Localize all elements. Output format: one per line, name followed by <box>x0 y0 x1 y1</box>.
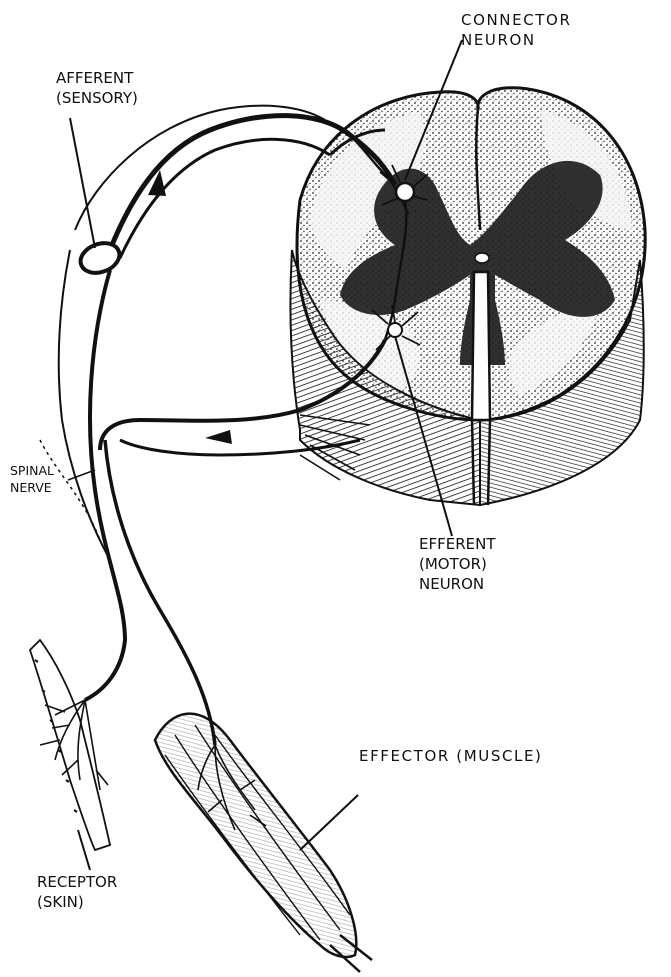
anterior-median-fissure <box>472 272 490 420</box>
afferent-label-line1: AFFERENT <box>56 68 138 88</box>
afferent-label-line2: (SENSORY) <box>56 88 138 108</box>
effector-label-text: EFFECTOR (MUSCLE) <box>359 746 543 766</box>
receptor-leader-line <box>78 830 90 870</box>
afferent-sensory-label: AFFERENT (SENSORY) <box>56 68 138 108</box>
connector-neuron-label: CONNECTOR NEURON <box>461 10 571 50</box>
efferent-label-line2: (MOTOR) <box>419 554 496 574</box>
connector-neuron-body <box>396 183 414 201</box>
motor-neuron-body <box>388 323 402 337</box>
efferent-arrow <box>205 430 232 444</box>
effector-muscle <box>155 714 372 972</box>
effector-muscle-label: EFFECTOR (MUSCLE) <box>359 746 543 766</box>
spinal-nerve <box>40 250 215 745</box>
afferent-leader-line <box>70 118 95 248</box>
spinal-nerve-label-line2: NERVE <box>10 479 54 496</box>
connector-neuron-label-line2: NEURON <box>461 30 571 50</box>
spinal-nerve-trunk-a <box>85 270 125 700</box>
receptor-label-line1: RECEPTOR <box>37 872 117 892</box>
spinal-nerve-label-line1: SPINAL <box>10 462 54 479</box>
spinal-nerve-leader-line <box>68 470 95 480</box>
central-canal <box>475 253 489 263</box>
receptor-skin <box>30 640 110 850</box>
efferent-label-line3: NEURON <box>419 574 496 594</box>
receptor-label-line2: (SKIN) <box>37 892 117 912</box>
spinal-nerve-label: SPINAL NERVE <box>10 462 54 496</box>
effector-leader-line <box>300 795 358 850</box>
efferent-label-line1: EFFERENT <box>419 534 496 554</box>
dorsal-root-ganglion <box>76 238 123 278</box>
connector-neuron-label-line1: CONNECTOR <box>461 10 571 30</box>
dorsal-root-sheath <box>75 106 325 230</box>
spinal-nerve-trunk-b <box>105 440 215 745</box>
receptor-skin-label: RECEPTOR (SKIN) <box>37 872 117 912</box>
efferent-motor-neuron-label: EFFERENT (MOTOR) NEURON <box>419 534 496 594</box>
